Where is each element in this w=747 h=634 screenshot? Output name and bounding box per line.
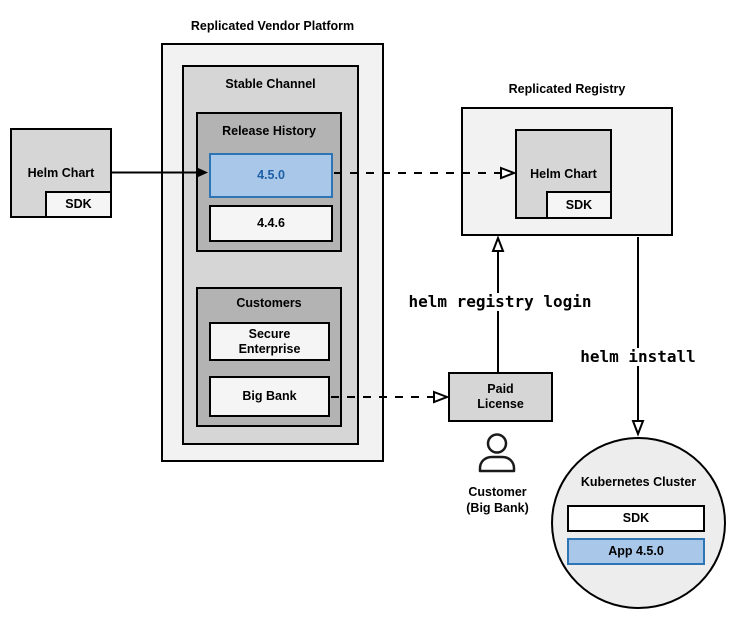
vendor-sdk-box: SDK: [45, 191, 112, 218]
registry-title: Replicated Registry: [508, 82, 626, 96]
customer-name-label: Secure Enterprise: [238, 326, 301, 356]
customer-caption: Customer (Big Bank): [466, 485, 529, 515]
command-helm-install: helm install: [578, 348, 698, 366]
sdk-label: SDK: [622, 511, 650, 525]
cluster-app-label: App 4.5.0: [608, 544, 664, 558]
stable-channel-title: Stable Channel: [225, 77, 316, 91]
release-version-label: 4.4.6: [257, 216, 285, 230]
customer-box-big-bank: Big Bank: [209, 376, 330, 417]
kubernetes-cluster-title: Kubernetes Cluster: [580, 475, 697, 489]
sdk-label: SDK: [565, 197, 593, 212]
sdk-label: SDK: [65, 197, 92, 211]
arrowhead-open-up-icon: [491, 235, 505, 252]
release-history-title: Release History: [222, 124, 316, 138]
release-version-label: 4.5.0: [257, 168, 285, 182]
command-helm-registry-login: helm registry login: [402, 293, 598, 311]
customer-name-label: Big Bank: [242, 389, 297, 403]
arrowhead-open-right-icon: [433, 390, 450, 404]
cluster-app-box: App 4.5.0: [567, 538, 705, 565]
release-box-4-5-0: 4.5.0: [209, 153, 333, 198]
person-icon: [478, 433, 516, 473]
customer-box-secure-enterprise: Secure Enterprise: [209, 322, 330, 361]
arrowhead-open-down-icon: [631, 420, 645, 437]
paid-license-box: Paid License: [448, 372, 553, 422]
cluster-sdk-box: SDK: [567, 505, 705, 532]
registry-helm-chart-label: Helm Chart: [530, 167, 597, 181]
customers-title: Customers: [236, 296, 302, 310]
paid-license-label: Paid License: [477, 382, 524, 411]
platform-title: Replicated Vendor Platform: [190, 19, 355, 33]
registry-sdk-box: SDK: [546, 191, 612, 219]
release-box-4-4-6: 4.4.6: [209, 205, 333, 242]
vendor-helm-chart-label: Helm Chart: [27, 166, 95, 180]
